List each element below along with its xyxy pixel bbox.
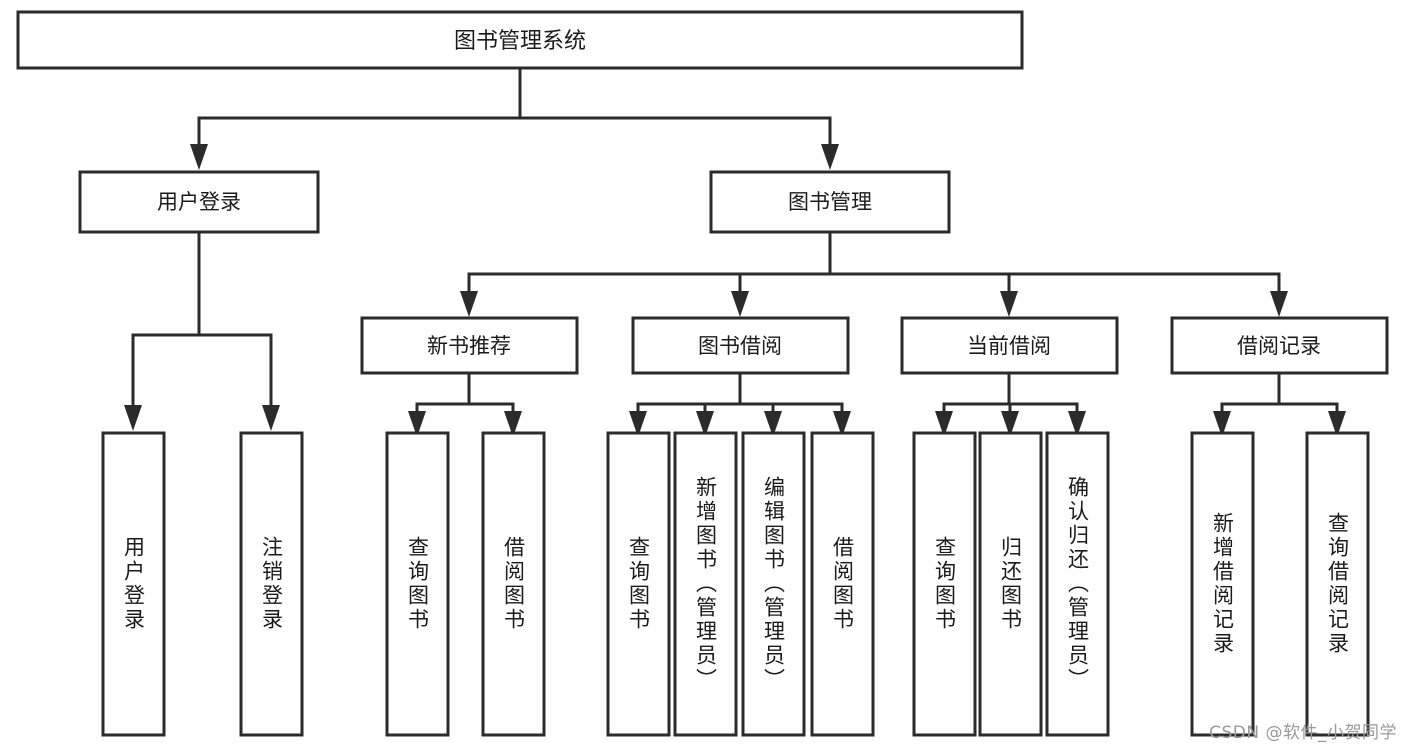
node-book-manage-label: 图书管理: [788, 190, 872, 214]
watermark-text: CSDN @软件_小贺同学: [1209, 723, 1397, 743]
node-leaf-add-book-admin-box[interactable]: [673, 431, 738, 737]
node-new-book-recommend-box[interactable]: [360, 316, 579, 375]
arrow-to-borrow-record: [1270, 291, 1288, 317]
node-book-manage-box[interactable]: [709, 170, 951, 234]
node-leaf-query-book-current-box[interactable]: [912, 431, 977, 737]
node-current-borrow-box[interactable]: [900, 316, 1119, 375]
node-current-borrow-label: 当前借阅: [967, 334, 1051, 358]
node-layer: 图书管理系统 用户登录 图书管理 新书推荐 图书借阅 当前借阅 借阅记录: [16, 10, 1389, 737]
node-leaf-borrow-book-rec-box[interactable]: [481, 431, 546, 737]
node-user-login-box[interactable]: [78, 170, 320, 234]
node-leaf-add-borrow-record-box[interactable]: [1190, 431, 1255, 737]
arrow-to-user-login: [190, 144, 208, 170]
node-book-borrow-box[interactable]: [631, 316, 850, 375]
node-leaf-logout-login-box[interactable]: [239, 431, 304, 737]
arrow-to-new-book-recommend: [460, 291, 478, 317]
node-leaf-return-book-box[interactable]: [978, 431, 1043, 737]
node-borrow-record-box[interactable]: [1170, 316, 1389, 375]
node-leaf-borrow-book-box[interactable]: [810, 431, 875, 737]
node-leaf-query-borrow-record-box[interactable]: [1305, 431, 1370, 737]
node-leaf-query-book-rec-box[interactable]: [385, 431, 450, 737]
arrow-to-leaf-logout-login: [262, 405, 280, 431]
node-book-borrow-label: 图书借阅: [698, 334, 782, 358]
node-borrow-record-label: 借阅记录: [1237, 334, 1321, 358]
node-leaf-user-login-box[interactable]: [101, 431, 166, 737]
arrow-to-book-manage: [821, 144, 839, 170]
node-root-box[interactable]: [16, 10, 1024, 70]
arrow-to-current-borrow: [1000, 291, 1018, 317]
arrow-to-book-borrow: [731, 291, 749, 317]
arrow-to-leaf-user-login: [124, 405, 142, 431]
node-new-book-recommend-label: 新书推荐: [427, 334, 511, 358]
connector-layer: [124, 66, 1346, 437]
node-leaf-query-book-borrow-box[interactable]: [606, 431, 671, 737]
node-leaf-edit-book-admin-box[interactable]: [741, 431, 806, 737]
node-leaf-confirm-return-admin-box[interactable]: [1045, 431, 1110, 737]
node-root-label: 图书管理系统: [454, 29, 586, 54]
node-user-login-label: 用户登录: [157, 190, 241, 214]
